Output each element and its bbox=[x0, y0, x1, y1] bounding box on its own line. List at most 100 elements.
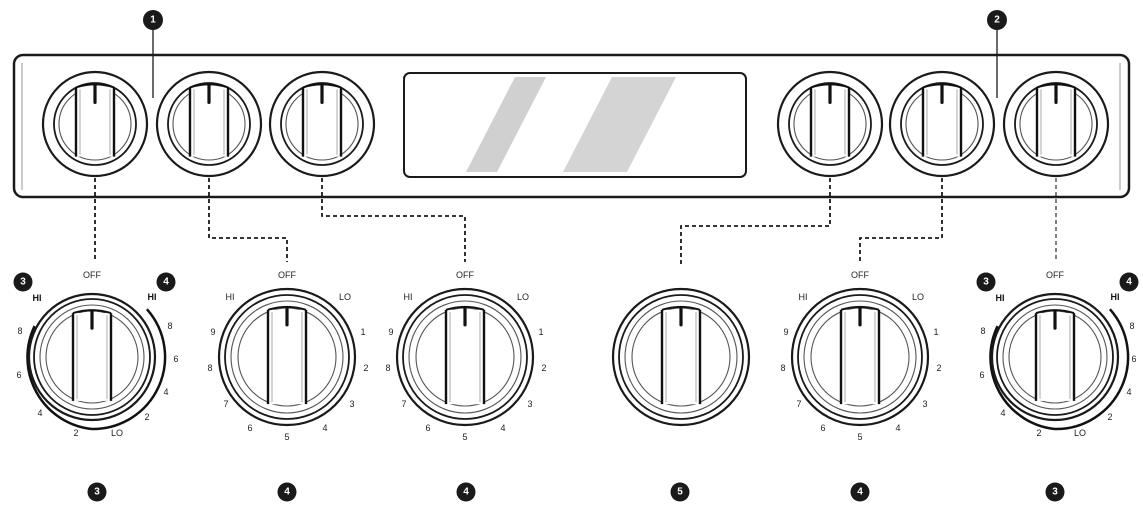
top-callout-2-label: 2 bbox=[994, 15, 1000, 26]
dial-3-scale-label-0: HI bbox=[404, 292, 413, 302]
top-callout-1-label: 1 bbox=[150, 15, 156, 26]
svg-text:5: 5 bbox=[677, 487, 683, 498]
panel-knob-6[interactable] bbox=[1002, 70, 1110, 178]
dial-1-scale-label-4: 2 bbox=[73, 428, 78, 438]
dial-1-scale-label-6: 2 bbox=[144, 412, 149, 422]
dial-3-scale-label-7: 3 bbox=[527, 399, 532, 409]
dial-1-badge-right: 4 bbox=[156, 272, 176, 292]
dial-1-knob[interactable] bbox=[27, 292, 157, 422]
top-callout-2: 2 bbox=[987, 10, 1007, 98]
dial-1-right-arc bbox=[91, 308, 167, 431]
dial-3-scale-label-8: 2 bbox=[541, 363, 546, 373]
dial-6-scale-label-9: 8 bbox=[1129, 321, 1134, 331]
dial-6-scale-label-3: 4 bbox=[1000, 408, 1005, 418]
dial-5-scale-label-3: 7 bbox=[796, 399, 801, 409]
dial-6-scale-label-5: LO bbox=[1074, 428, 1086, 438]
svg-text:4: 4 bbox=[284, 487, 290, 498]
dial-6: OFF HI 8 6 4 2 LO 2 4 6 8 HI 3 4 bbox=[976, 270, 1139, 438]
dial-6-scale-label-7: 4 bbox=[1126, 387, 1131, 397]
dial-3-scale-label-1: 9 bbox=[388, 327, 393, 337]
dial-2-scale-label-0: HI bbox=[226, 292, 235, 302]
dial-3-scale-label-4: 6 bbox=[425, 423, 430, 433]
dial-5-scale-label-10: LO bbox=[912, 292, 924, 302]
dial-5-scale-label-0: HI bbox=[799, 292, 808, 302]
dial-5-scale-label-1: 9 bbox=[783, 327, 788, 337]
dial-3-scale-label-9: 1 bbox=[538, 327, 543, 337]
leader-line-3 bbox=[321, 178, 466, 262]
dial-1-scale-label-2: 6 bbox=[16, 370, 21, 380]
leader-lines bbox=[94, 178, 1057, 265]
dial-1: OFF HI 8 6 4 2 LO 2 4 6 8 HI 3 4 bbox=[13, 270, 179, 438]
dial-6-knob[interactable] bbox=[990, 292, 1120, 422]
panel-knob-1[interactable] bbox=[41, 70, 149, 178]
dial-5-scale-label-2: 8 bbox=[780, 363, 785, 373]
bottom-callout-5: 4 bbox=[850, 482, 870, 502]
leader-line-4 bbox=[680, 178, 831, 265]
panel-knob-4[interactable] bbox=[776, 70, 884, 178]
dial-2-scale-label-7: 3 bbox=[349, 399, 354, 409]
bottom-callout-1: 3 bbox=[87, 482, 107, 502]
dial-5-knob[interactable] bbox=[790, 287, 930, 427]
dial-2-scale-label-9: 1 bbox=[360, 327, 365, 337]
dial-3-scale-label-3: 7 bbox=[401, 399, 406, 409]
display-window bbox=[403, 72, 747, 178]
dial-1-scale-label-9: 8 bbox=[167, 321, 172, 331]
dial-2-scale-label-4: 6 bbox=[247, 423, 252, 433]
dial-1-scale-label-0: HI bbox=[33, 293, 42, 303]
leader-line-5 bbox=[859, 178, 943, 262]
dial-6-left-arc bbox=[989, 325, 1056, 431]
dial-2-scale-label-3: 7 bbox=[223, 399, 228, 409]
dial-1-scale-label-5: LO bbox=[111, 428, 123, 438]
bottom-callout-4: 5 bbox=[670, 482, 690, 502]
dial-1-scale-label-7: 4 bbox=[163, 387, 168, 397]
dial-3-knob[interactable] bbox=[395, 287, 535, 427]
dial-2-scale-label-2: 8 bbox=[207, 363, 212, 373]
dial-2-knob[interactable] bbox=[217, 287, 357, 427]
dial-5: OFF HI 9 8 7 6 5 4 3 2 1 LO bbox=[780, 270, 941, 442]
dial-6-badge-left: 3 bbox=[976, 272, 996, 292]
dial-5-scale-label-4: 6 bbox=[820, 423, 825, 433]
leader-line-2 bbox=[208, 178, 288, 262]
dial-3-scale-label-10: LO bbox=[517, 292, 529, 302]
dial-5-scale-label-5: 5 bbox=[857, 432, 862, 442]
svg-text:3: 3 bbox=[1052, 487, 1058, 498]
dial-6-scale-label-1: 8 bbox=[980, 326, 985, 336]
dial-2-scale-label-1: 9 bbox=[210, 327, 215, 337]
dial-1-left-arc bbox=[26, 325, 93, 431]
dial-2-scale-label-5: 5 bbox=[284, 432, 289, 442]
bottom-callout-2: 4 bbox=[277, 482, 297, 502]
dial-4-knob[interactable] bbox=[611, 287, 751, 427]
dial-1-scale-label-1: 8 bbox=[17, 326, 22, 336]
bottom-callout-6: 3 bbox=[1045, 482, 1065, 502]
panel-knobs bbox=[41, 70, 1110, 178]
dial-3-off-label: OFF bbox=[456, 270, 474, 280]
dial-3-scale-label-2: 8 bbox=[385, 363, 390, 373]
svg-text:4: 4 bbox=[463, 487, 469, 498]
svg-text:3: 3 bbox=[983, 277, 989, 288]
dial-5-scale-label-7: 3 bbox=[922, 399, 927, 409]
dial-6-scale-label-4: 2 bbox=[1036, 428, 1041, 438]
dial-5-off-label: OFF bbox=[851, 270, 869, 280]
dial-6-scale-label-0: HI bbox=[996, 293, 1005, 303]
dial-3-scale-label-5: 5 bbox=[462, 432, 467, 442]
top-callout-1: 1 bbox=[143, 10, 163, 98]
dial-6-scale-label-10: HI bbox=[1111, 292, 1120, 302]
dial-1-scale-label-3: 4 bbox=[37, 408, 42, 418]
svg-text:3: 3 bbox=[94, 487, 100, 498]
dial-1-scale-label-8: 6 bbox=[173, 354, 178, 364]
dial-6-off-label: OFF bbox=[1046, 270, 1064, 280]
svg-text:4: 4 bbox=[857, 487, 863, 498]
dial-4 bbox=[611, 287, 751, 427]
panel-knob-2[interactable] bbox=[155, 70, 263, 178]
dial-3: OFF HI 9 8 7 6 5 4 3 2 1 LO bbox=[385, 270, 546, 442]
dial-5-scale-label-8: 2 bbox=[936, 363, 941, 373]
dial-6-scale-label-6: 2 bbox=[1107, 412, 1112, 422]
dial-6-scale-label-2: 6 bbox=[979, 370, 984, 380]
panel-knob-5[interactable] bbox=[888, 70, 996, 178]
bottom-callouts: 3 4 4 5 4 3 bbox=[87, 482, 1065, 502]
dial-6-badge-right: 4 bbox=[1119, 272, 1139, 292]
dial-1-scale-label-10: HI bbox=[148, 292, 157, 302]
panel-knob-3[interactable] bbox=[268, 70, 376, 178]
dial-6-scale-label-8: 6 bbox=[1131, 354, 1136, 364]
